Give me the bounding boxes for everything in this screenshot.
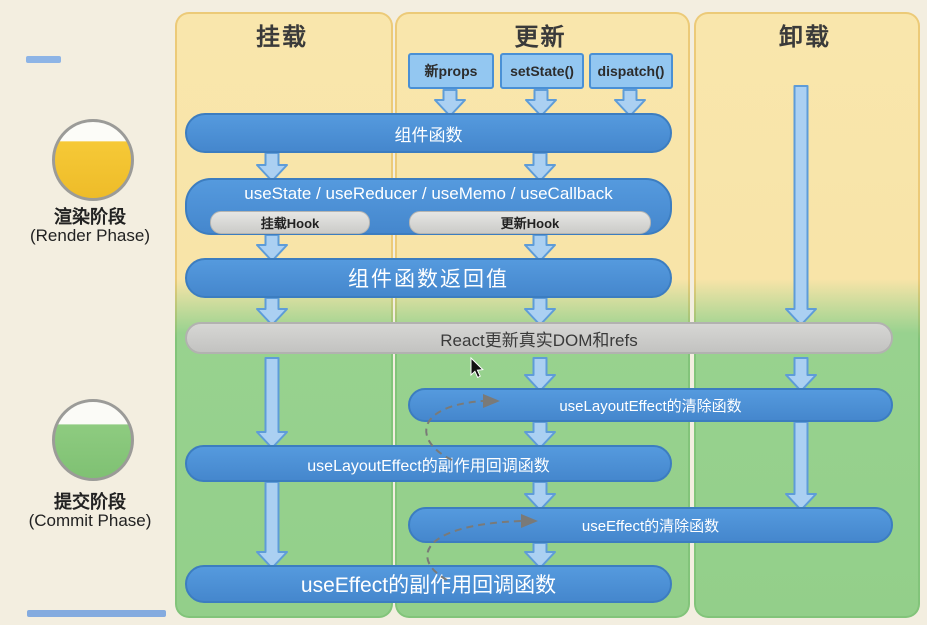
trigger-set-state: setState() (500, 53, 584, 89)
column-header-update: 更新 (514, 24, 567, 51)
node-return-value: 组件函数返回值 (185, 258, 672, 298)
render-phase-label-en: (Render Phase) (29, 226, 150, 245)
trigger-dispatch: dispatch() (589, 53, 673, 89)
column-mount-background (177, 14, 391, 616)
pill-mount-hook: 挂载Hook (210, 211, 370, 234)
node-effect-cleanup: useEffect的清除函数 (408, 507, 893, 543)
column-header-unmount: 卸载 (779, 24, 831, 51)
node-component-function: 组件函数 (185, 113, 672, 153)
background-slide-fragment-bottom (27, 610, 166, 617)
node-effect-callback: useEffect的副作用回调函数 (185, 565, 672, 603)
render-phase-label-zh: 渲染阶段 (54, 207, 126, 227)
trigger-new-props: 新props (408, 53, 494, 89)
column-header-mount: 挂载 (256, 24, 308, 51)
node-layout-effect-cleanup: useLayoutEffect的清除函数 (408, 388, 893, 422)
pill-update-hook: 更新Hook (409, 211, 651, 234)
node-layout-effect-callback: useLayoutEffect的副作用回调函数 (185, 445, 672, 482)
node-react-dom-update: React更新真实DOM和refs (185, 322, 893, 354)
commit-phase-ball-icon (52, 399, 134, 481)
commit-phase-label-en: (Commit Phase) (28, 511, 152, 530)
hooks-bar-label: useState / useReducer / useMemo / useCal… (244, 184, 613, 203)
node-hooks-bar: useState / useReducer / useMemo / useCal… (185, 178, 672, 235)
column-mount-panel (175, 12, 393, 618)
background-slide-fragment-top (26, 56, 61, 63)
render-phase-ball-icon (52, 119, 134, 201)
commit-phase-label-zh: 提交阶段 (54, 492, 126, 512)
